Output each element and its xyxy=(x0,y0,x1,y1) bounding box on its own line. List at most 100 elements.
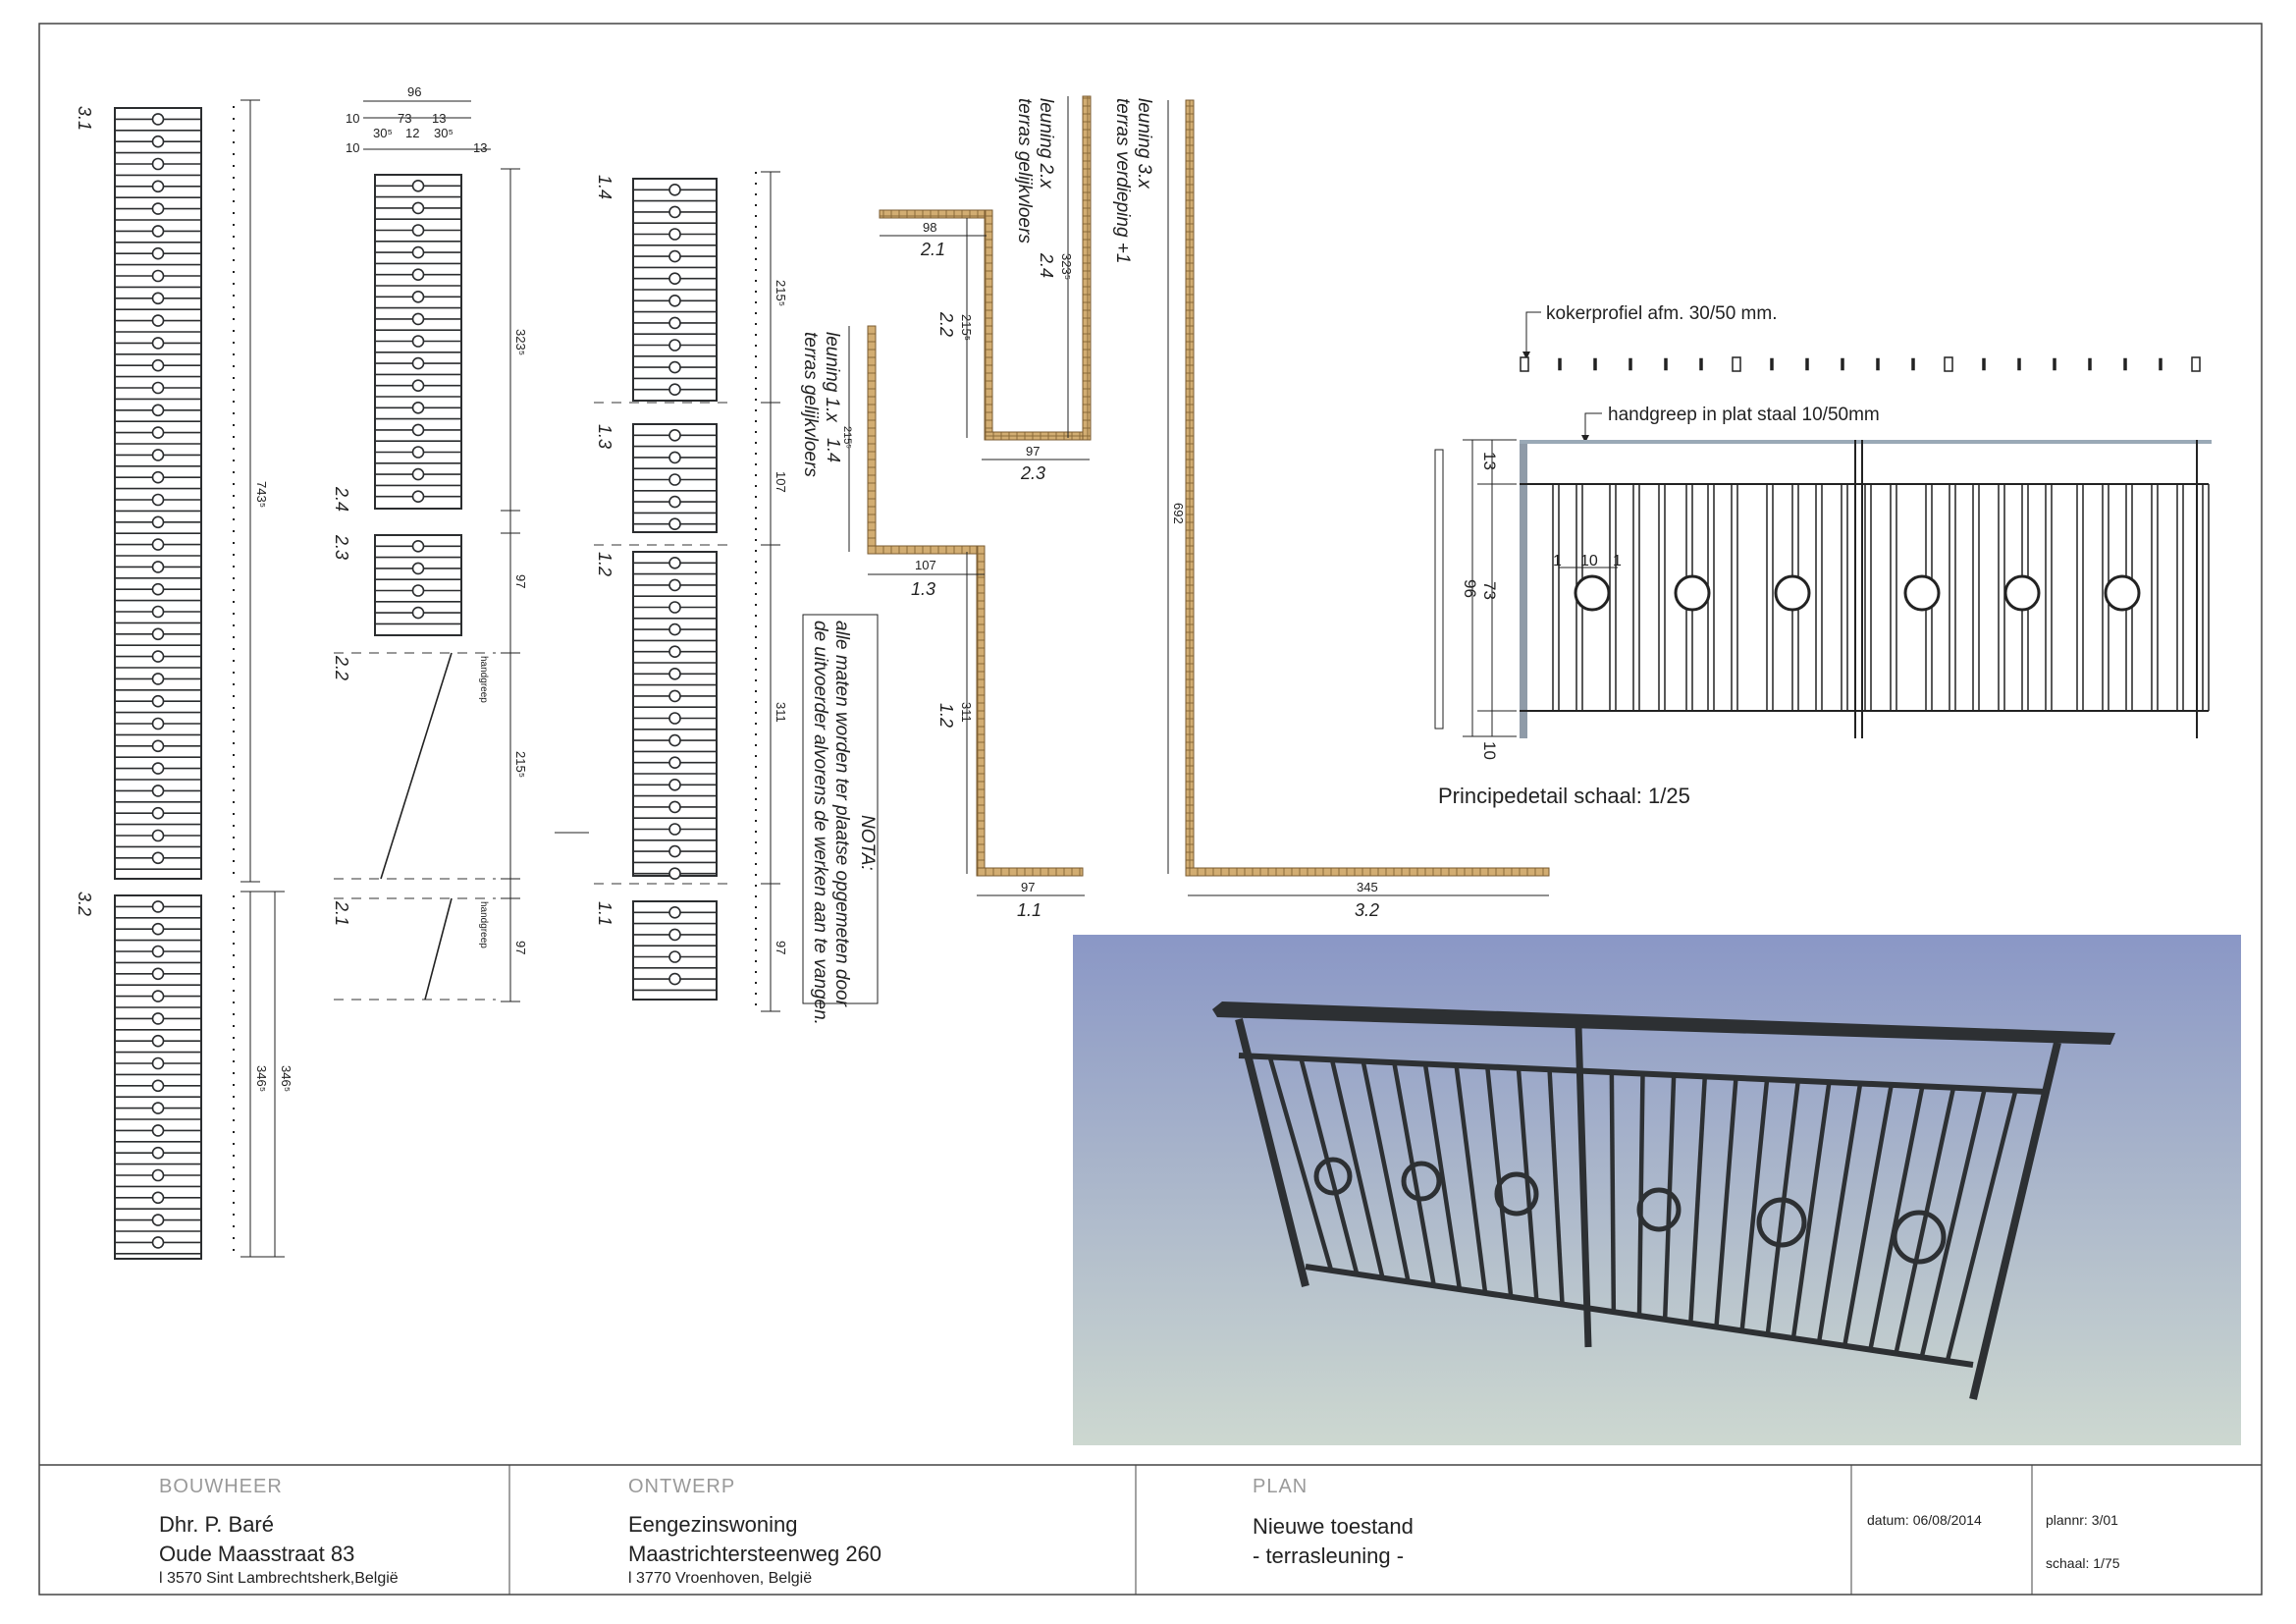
panel-ring xyxy=(151,1191,165,1205)
plan-1-3-label: 1.3 xyxy=(911,579,935,599)
detail-dim-13: 13 xyxy=(1480,452,1499,470)
panel-ring xyxy=(151,1124,165,1137)
panel-ring xyxy=(668,272,681,286)
render-bar xyxy=(1868,1085,1925,1351)
detail-koker-label: kokerprofiel afm. 30/50 mm. xyxy=(1546,303,1777,324)
panel-ring xyxy=(151,1214,165,1226)
dim-2-4: 323⁵ xyxy=(513,329,528,355)
koker-mark xyxy=(1558,357,1562,371)
koker-mark xyxy=(1699,357,1703,371)
plan-3-2-label: 3.2 xyxy=(1355,900,1379,920)
panel-ring xyxy=(151,538,165,551)
detail-caption: Principedetail schaal: 1/25 xyxy=(1438,784,1690,808)
panel-ring xyxy=(411,584,425,597)
koker-mark xyxy=(1593,357,1597,371)
panel-ring xyxy=(151,806,165,820)
plan-1-3-dim: 107 xyxy=(915,558,936,572)
panel-ring xyxy=(151,381,165,395)
render-bar xyxy=(1790,1081,1832,1339)
koker-profile xyxy=(1944,356,1953,372)
plan-3-2-dim: 345 xyxy=(1357,880,1378,894)
panel-ring xyxy=(668,294,681,307)
dim-top-10a: 10 xyxy=(346,111,359,126)
panel-ring xyxy=(151,246,165,260)
render-ring xyxy=(1313,1157,1353,1196)
handgreep-label-1: handgreep xyxy=(478,656,489,703)
plan-2-4-label: 2.4 xyxy=(1037,252,1056,278)
elevation-2: 96 10 73 13 10 30⁵ 12 30⁵ 13 2.4 2.3 2.2… xyxy=(332,84,589,1002)
panel-ring xyxy=(151,627,165,641)
panel-ring xyxy=(668,867,681,881)
elevation-1: 1.4 1.3 1.2 1.1 215⁵ 107 311 97 xyxy=(594,171,788,1012)
koker-mark xyxy=(1876,357,1880,371)
panel-ring xyxy=(411,379,425,393)
panel-ring xyxy=(151,337,165,350)
panel-ring xyxy=(668,517,681,531)
plan-2-2-dim: 215⁵ xyxy=(959,314,974,341)
panel-ring xyxy=(668,800,681,814)
label-3-1: 3.1 xyxy=(75,106,94,131)
koker-mark xyxy=(1664,357,1668,371)
detail-ring xyxy=(2104,574,2141,612)
detail-ring xyxy=(1574,574,1611,612)
panel-ring xyxy=(151,493,165,507)
dim-top-30a: 30⁵ xyxy=(373,126,393,140)
panel-ring xyxy=(151,180,165,193)
panel-3-2 xyxy=(114,894,202,1260)
label-2-3: 2.3 xyxy=(332,534,351,560)
elevation-3: 3.1 3.2 743⁵ 346⁵ 346⁵ xyxy=(75,99,294,1260)
panel-ring xyxy=(668,249,681,263)
panel-ring xyxy=(151,157,165,171)
panel-ring xyxy=(151,851,165,865)
panel-frame xyxy=(374,534,462,636)
panel-ring xyxy=(151,829,165,842)
panel-ring xyxy=(411,467,425,481)
detail-dim-73: 73 xyxy=(1480,581,1499,600)
panel-ring xyxy=(668,428,681,442)
panel-frame xyxy=(632,900,718,1001)
label-2-4: 2.4 xyxy=(332,486,351,512)
panel-2-4 xyxy=(374,174,462,510)
panel-ring xyxy=(668,667,681,680)
render-ring xyxy=(1756,1197,1807,1248)
label-3-2: 3.2 xyxy=(75,892,94,916)
dim-2-2: 215⁵ xyxy=(513,751,528,778)
panel-ring xyxy=(668,905,681,919)
panel-ring xyxy=(151,1079,165,1093)
panel-ring xyxy=(151,561,165,573)
panel-ring xyxy=(668,972,681,986)
panel-ring xyxy=(151,202,165,215)
panel-ring xyxy=(668,733,681,747)
koker-mark xyxy=(1805,357,1809,371)
panel-ring xyxy=(411,562,425,575)
panel-ring xyxy=(668,623,681,636)
panel-ring xyxy=(151,990,165,1002)
koker-mark xyxy=(2053,357,2056,371)
koker-row xyxy=(1520,356,2201,372)
panel-ring xyxy=(411,539,425,553)
koker-mark xyxy=(1841,357,1844,371)
principle-detail: kokerprofiel afm. 30/50 mm. handgreep in… xyxy=(1434,303,2212,808)
panel-ring xyxy=(151,269,165,283)
plan-2: leuning 2.x terras gelijkvloers 98 2.1 2… xyxy=(879,95,1092,483)
panel-ring xyxy=(668,495,681,509)
render-bar xyxy=(1688,1076,1708,1324)
bouwheer-name: Dhr. P. Baré xyxy=(159,1512,274,1537)
panel-ring xyxy=(411,356,425,370)
panel-ring xyxy=(151,426,165,439)
detail-ring xyxy=(1903,574,1941,612)
panel-ring xyxy=(151,1102,165,1114)
render-bar xyxy=(1547,1069,1565,1305)
render-bar xyxy=(1919,1088,1987,1358)
dim-top-10b: 10 xyxy=(346,140,359,155)
ontwerp-label: ONTWERP xyxy=(628,1476,735,1497)
panel-frame xyxy=(114,894,202,1260)
panel-ring xyxy=(151,470,165,484)
panel-ring xyxy=(411,423,425,437)
ontwerp-city: l 3770 Vroenhoven, België xyxy=(628,1570,812,1587)
dim-top-96: 96 xyxy=(407,84,421,99)
panel-ring xyxy=(151,605,165,619)
panel-ring xyxy=(151,717,165,731)
plan-2-title-1: leuning 2.x xyxy=(1036,98,1056,189)
